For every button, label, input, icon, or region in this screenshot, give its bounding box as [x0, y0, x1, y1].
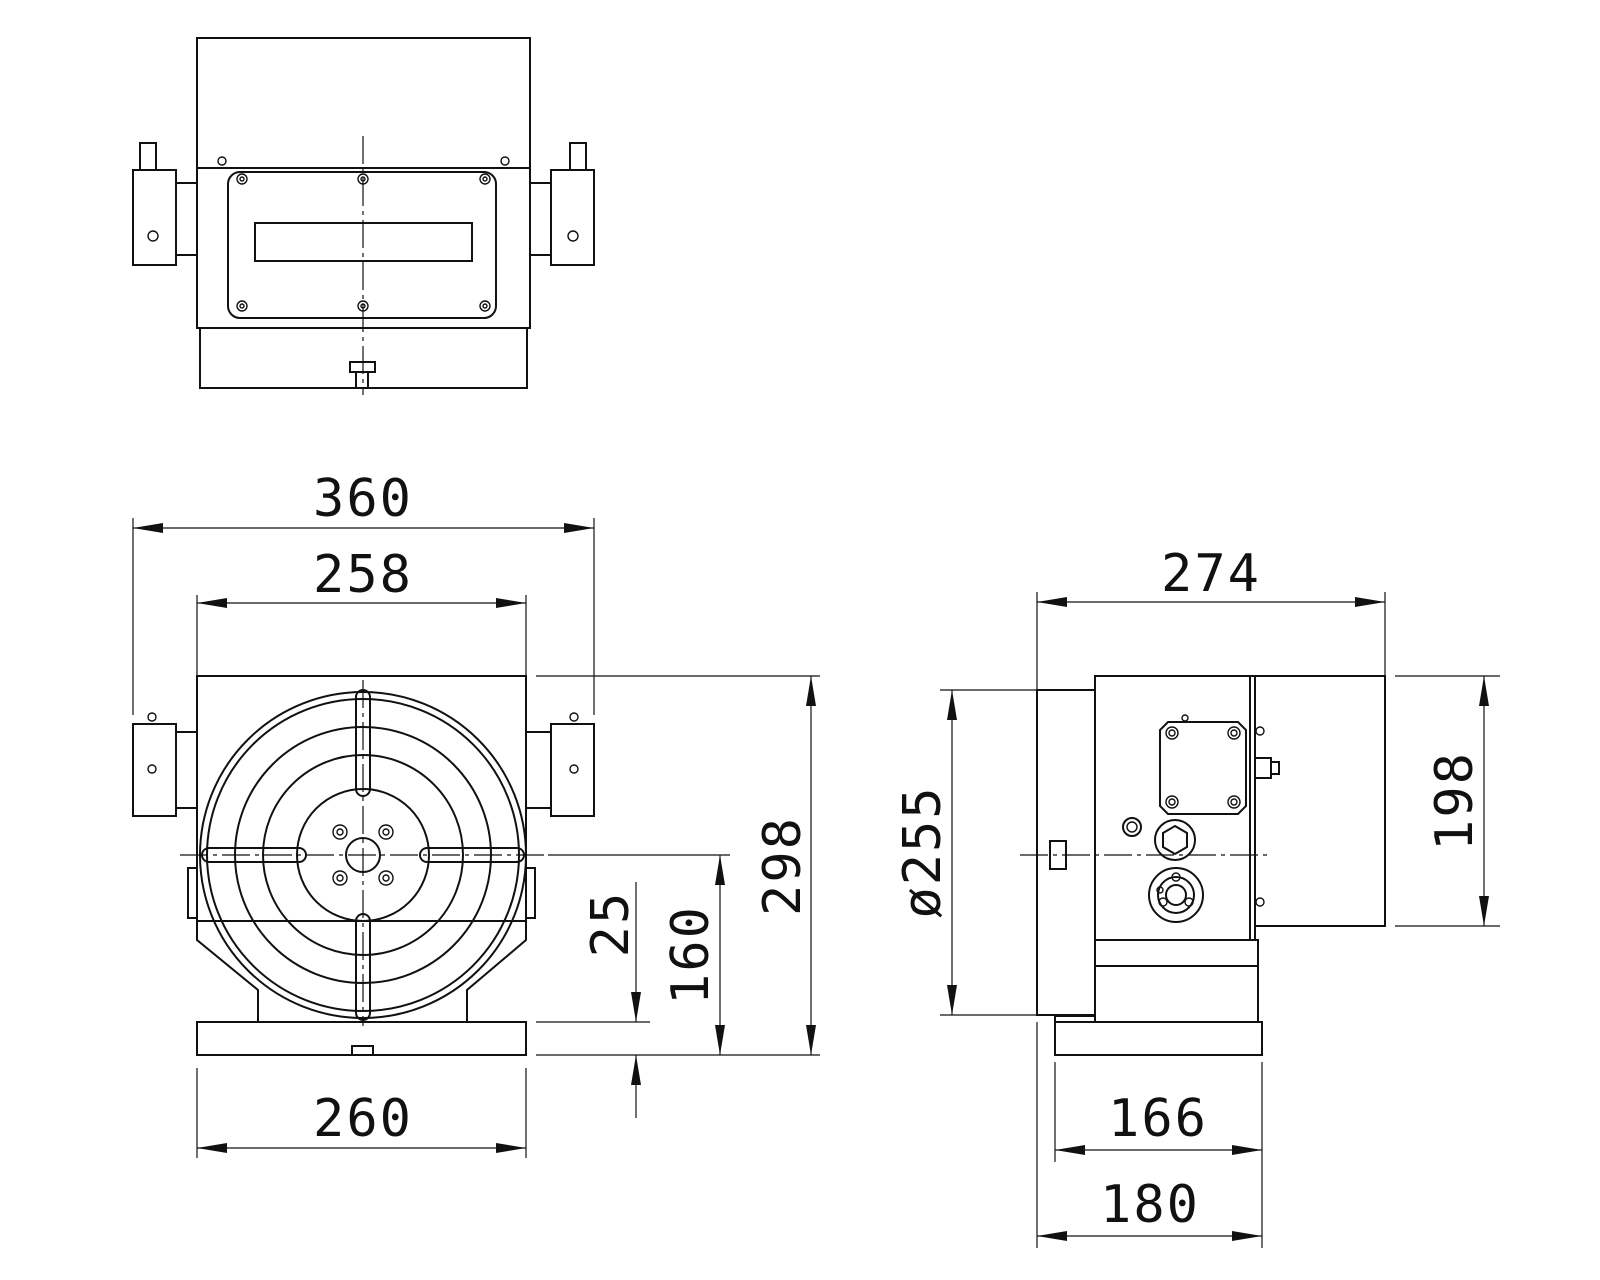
- dim-258: 258: [313, 545, 413, 605]
- front-dimensions: 360 258 260 298 160 25: [132, 469, 820, 1158]
- dim-360: 360: [313, 469, 413, 529]
- front-view: [132, 675, 595, 1056]
- dim-260: 260: [313, 1089, 413, 1149]
- dim-198: 198: [1425, 751, 1485, 851]
- top-view: [132, 37, 595, 395]
- side-view: [1020, 675, 1386, 1056]
- dim-298: 298: [753, 816, 813, 916]
- dim-180: 180: [1100, 1175, 1200, 1235]
- dim-160: 160: [661, 905, 721, 1005]
- dim-25: 25: [581, 891, 641, 958]
- dim-dia-255: ø255: [893, 785, 953, 918]
- dim-166: 166: [1108, 1089, 1208, 1149]
- dim-274: 274: [1161, 544, 1261, 604]
- side-dimensions: 274 ø255 198 166 180: [893, 544, 1500, 1248]
